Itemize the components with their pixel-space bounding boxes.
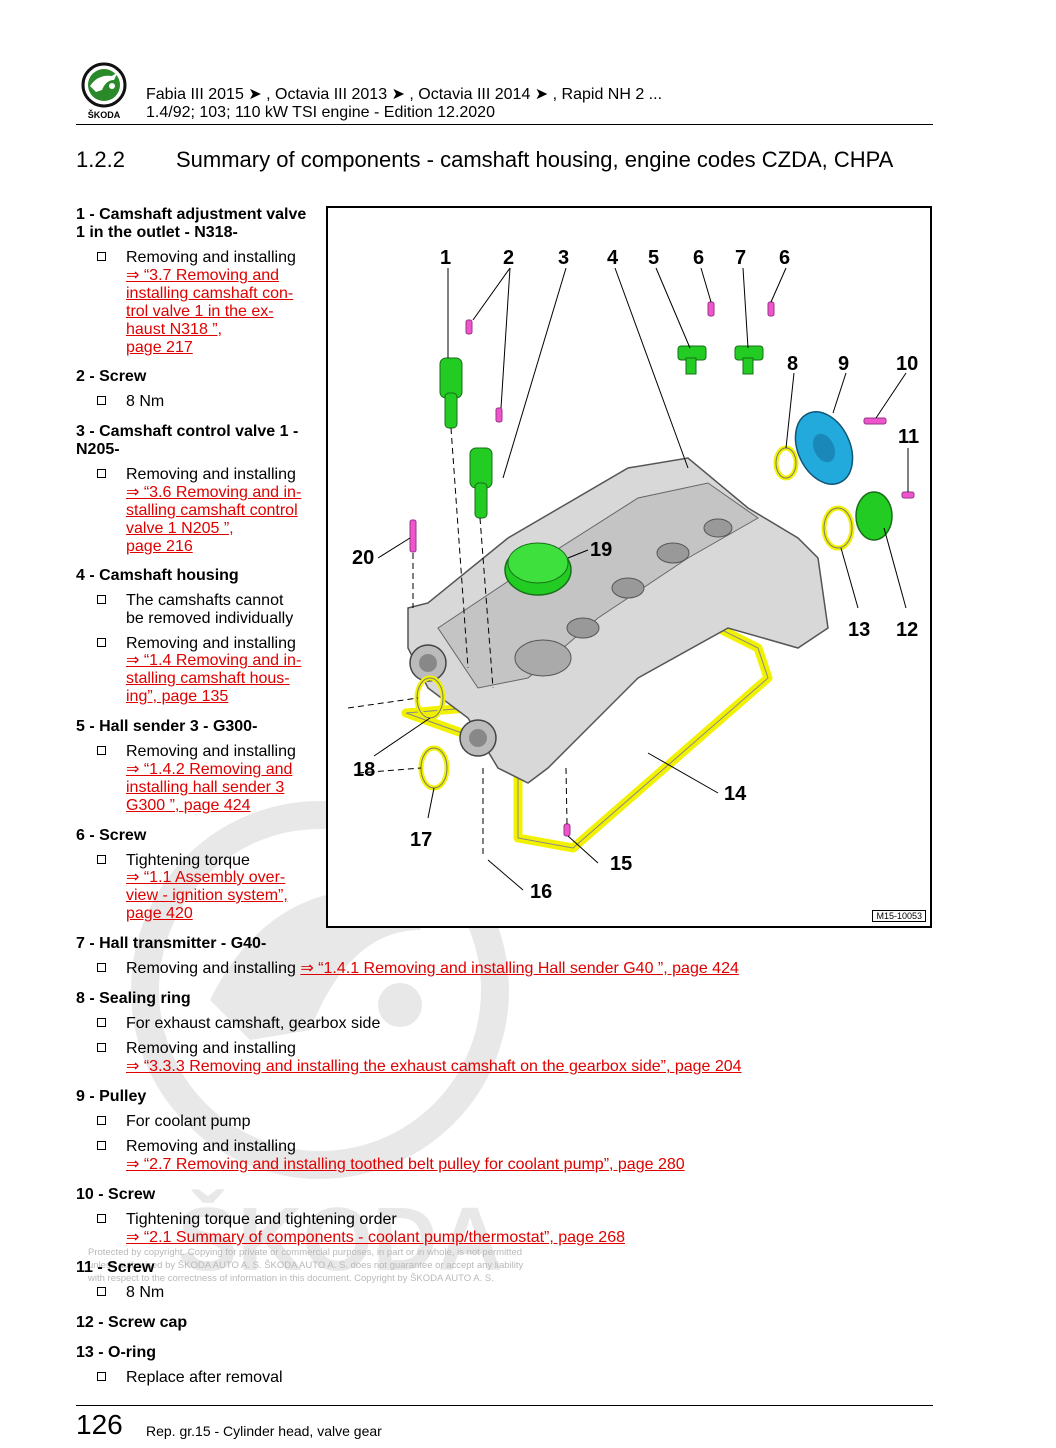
item-2-title: 2 - Screw (76, 368, 147, 385)
figure-code: M15-10053 (872, 910, 926, 922)
item-6-title: 6 - Screw (76, 827, 147, 844)
checkbox-icon (97, 746, 106, 755)
item-9-title: 9 - Pulley (76, 1088, 147, 1105)
checkbox-icon (97, 638, 106, 647)
link-item-5[interactable]: ⇒ “1.4.2 Removing and installing hall se… (126, 761, 293, 814)
callout-label: 18 (353, 759, 375, 781)
checkbox-icon (97, 252, 106, 261)
section-number: 1.2.2 (76, 147, 125, 172)
callout-label: 4 (607, 247, 619, 269)
footer-divider (76, 1405, 933, 1406)
camshaft-housing-diagram: 1 2 3 4 5 6 7 6 8 9 10 11 12 13 14 15 16… (347, 247, 919, 903)
callout-label: 2 (503, 247, 514, 269)
item-11-title: 11 - Screw (76, 1259, 155, 1276)
callout-label: 11 (898, 426, 919, 448)
link-item-4[interactable]: ⇒ “1.4 Removing and in- stalling camshaf… (126, 652, 302, 705)
hall-sender-part (677, 345, 764, 375)
screws-part (409, 301, 915, 837)
control-valve-1-part (439, 357, 463, 429)
link-item-6[interactable]: ⇒ “1.1 Assembly over- view - ignition sy… (126, 869, 288, 922)
item-4-title: 4 - Camshaft housing (76, 567, 239, 584)
callout-label: 20 (352, 547, 374, 569)
checkbox-icon (97, 1214, 106, 1223)
callout-label: 15 (610, 853, 632, 875)
link-item-1[interactable]: ⇒ “3.7 Removing and installing camshaft … (126, 267, 294, 356)
checkbox-icon (97, 1287, 106, 1296)
link-item-3[interactable]: ⇒ “3.6 Removing and in- stalling camshaf… (126, 484, 302, 555)
footer-chapter: Rep. gr.15 - Cylinder head, valve gear (146, 1423, 382, 1439)
header-models: Fabia III 2015 ➤ , Octavia III 2013 ➤ , … (146, 86, 663, 103)
item-5-title: 5 - Hall sender 3 - G300- (76, 718, 258, 735)
callout-label: 12 (896, 619, 918, 641)
checkbox-icon (97, 963, 106, 972)
checkbox-icon (97, 595, 106, 604)
callout-label: 13 (848, 619, 870, 641)
checkbox-icon (97, 1043, 106, 1052)
callout-label: 7 (735, 247, 746, 269)
item-7-title: 7 - Hall transmitter - G40- (76, 935, 267, 952)
svg-text:ŠKODA: ŠKODA (88, 109, 121, 120)
checkbox-icon (97, 469, 106, 478)
checkbox-icon (97, 855, 106, 864)
skoda-logo-icon: ŠKODA (81, 62, 127, 120)
item-3-title: 3 - Camshaft control valve 1 -N205- (76, 423, 299, 458)
callout-label: 5 (648, 247, 659, 269)
screw-cap-part (855, 491, 893, 541)
callout-label: 17 (410, 829, 432, 851)
item-10-title: 10 - Screw (76, 1186, 156, 1203)
checkbox-icon (97, 1372, 106, 1381)
callout-label: 6 (693, 247, 704, 269)
checkbox-icon (97, 396, 106, 405)
callout-label: 3 (558, 247, 569, 269)
callout-label: 8 (787, 353, 798, 375)
item-13-title: 13 - O-ring (76, 1344, 157, 1361)
header-divider (76, 124, 933, 125)
callout-label: 19 (590, 539, 612, 561)
section-title: Summary of components - camshaft housing… (176, 147, 894, 172)
page-number: 126 (76, 1409, 123, 1440)
camshaft-housing-part (407, 457, 829, 784)
exploded-view-figure: 1 2 3 4 5 6 7 6 8 9 10 11 12 13 14 15 16… (326, 206, 932, 928)
dashed-axes (347, 427, 568, 858)
link-item-8[interactable]: ⇒ “3.3.3 Removing and installing the exh… (126, 1058, 742, 1075)
leader-lines (373, 267, 909, 891)
filler-cap-part (504, 542, 572, 596)
callout-labels: 1 2 3 4 5 6 7 6 8 9 10 11 12 13 14 15 16… (352, 247, 919, 903)
link-item-7[interactable]: ⇒ “1.4.1 Removing and installing Hall se… (300, 960, 739, 977)
callout-label: 9 (838, 353, 849, 375)
control-valve-3-part (469, 447, 493, 519)
checkbox-icon (97, 1141, 106, 1150)
callout-label: 1 (440, 247, 451, 269)
pulley-part (794, 411, 854, 485)
link-item-10[interactable]: ⇒ “2.1 Summary of components - coolant p… (126, 1229, 625, 1246)
callout-label: 6 (779, 247, 790, 269)
item-8-title: 8 - Sealing ring (76, 990, 191, 1007)
header-engine: 1.4/92; 103; 110 kW TSI engine - Edition… (146, 104, 495, 121)
copyright-notice: Protected by copyright. Copying for priv… (88, 1247, 524, 1284)
link-item-9[interactable]: ⇒ “2.7 Removing and installing toothed b… (126, 1156, 685, 1173)
checkbox-icon (97, 1116, 106, 1125)
item-12-title: 12 - Screw cap (76, 1314, 188, 1331)
checkbox-icon (97, 1018, 106, 1027)
callout-label: 16 (530, 881, 552, 903)
callout-label: 10 (896, 353, 918, 375)
callout-label: 14 (724, 783, 747, 805)
